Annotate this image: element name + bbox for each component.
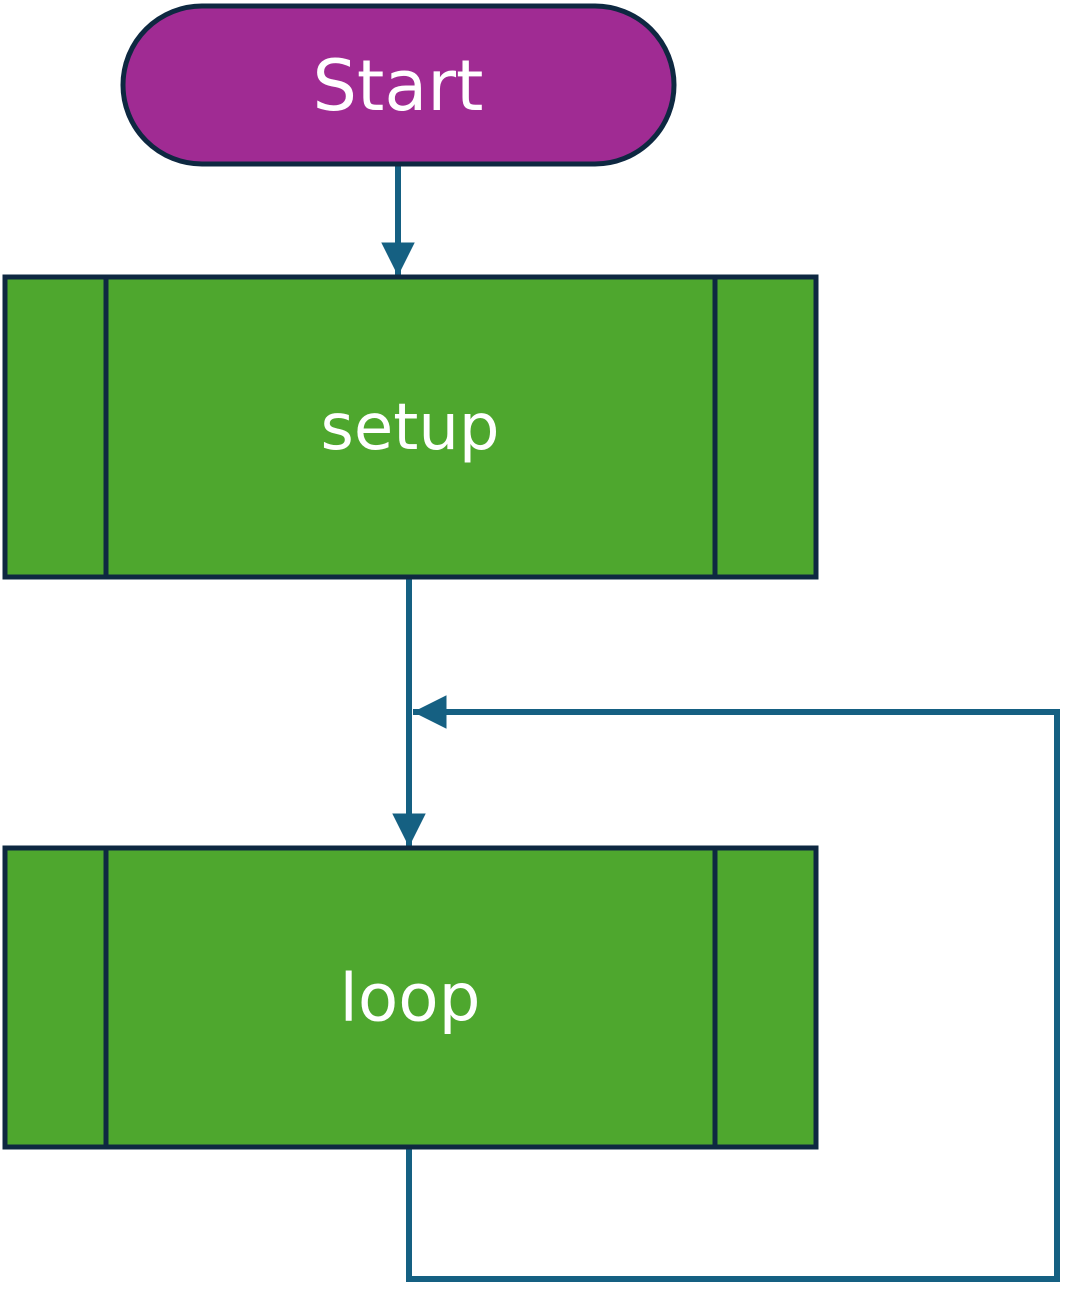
start-label: Start	[312, 45, 483, 127]
connectors	[381, 164, 1060, 1282]
setup-process-shape	[2, 274, 819, 580]
loop-label: loop	[340, 960, 481, 1037]
loop-process-shape	[2, 845, 819, 1150]
edge-loop-feedback	[406, 695, 1060, 1282]
setup-label: setup	[321, 391, 500, 465]
node-start: Start	[120, 3, 677, 167]
node-setup: setup	[2, 274, 819, 580]
node-loop: loop	[2, 845, 819, 1150]
start-terminator-shape	[120, 3, 677, 167]
